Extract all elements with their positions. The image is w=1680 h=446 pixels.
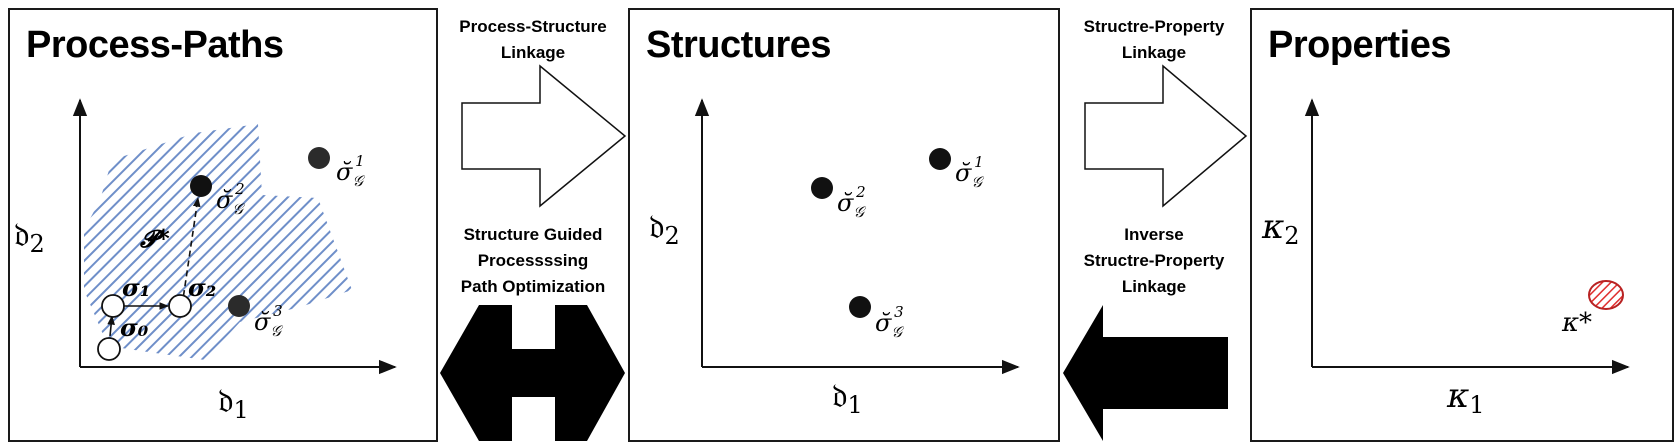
path-segment-0-1 [107,315,115,337]
properties-y-axis-label: κ2 [1261,207,1300,250]
process-structure-point-3-label: σ̆𝒢3 [254,302,283,340]
properties-panel: Properties [1250,8,1674,442]
structures-x-axis-label: 𝔡1 [832,376,863,419]
structures-title: Structures [646,24,832,66]
process-structure-point-2 [190,175,212,197]
structure-point-3 [849,296,871,318]
properties-title: Properties [1268,24,1451,66]
target-property-label: κ* [1561,308,1592,338]
feasible-region-hatch [84,124,352,360]
structure-guided-line-1: Structure Guided [463,225,603,244]
structure-point-1 [929,148,951,170]
process-structure-linkage-line-2: Linkage [500,43,566,62]
properties-x-axis-label: κ1 [1446,376,1485,419]
process-structure-linkage-label: Process-Structure Linkage [443,14,623,66]
inverse-linkage-line-3: Linkage [1121,277,1187,296]
process-structure-point-3 [228,295,250,317]
inverse-linkage-line-2: Structre-Property [1083,251,1225,270]
structure-point-3-label: σ̆𝒢3 [875,303,904,341]
bidirectional-arrow-optimization [440,305,625,441]
path-point-sigma-2-label: σ₂ [188,273,216,302]
inverse-linkage-label: Inverse Structre-Property Linkage [1064,222,1244,300]
path-point-sigma-0-label: σ₀ [120,313,149,342]
process-structure-point-2-label: σ̆𝒢2 [216,180,245,218]
structure-point-2-label: σ̆𝒢2 [837,183,866,221]
process-paths-title: Process-Paths [26,24,284,66]
structure-guided-optimization-label: Structure Guided Processssing Path Optim… [438,222,628,300]
process-x-axis-label: 𝔡1 [218,381,249,424]
inverse-linkage-line-1: Inverse [1124,225,1184,244]
structures-y-axis-label: 𝔡2 [649,207,680,250]
path-point-sigma-1 [101,294,125,318]
process-structure-point-1-label: σ̆𝒢1 [336,152,365,190]
path-dashed-segment [181,197,201,307]
structure-point-2 [811,177,833,199]
inverse-arrow [1063,305,1228,441]
forward-arrow-structure-property [1084,64,1248,208]
target-property-point [1588,280,1624,310]
process-y-axis-label: 𝔡2 [14,215,45,258]
structure-property-linkage-line-1: Structre-Property [1083,17,1225,36]
structure-property-linkage-line-2: Linkage [1121,43,1187,62]
structure-guided-line-3: Path Optimization [460,277,606,296]
path-point-sigma-1-label: σ₁ [122,273,150,302]
optimal-path-label: 𝓟* [140,224,170,253]
process-structure-linkage-line-1: Process-Structure [459,17,607,36]
forward-arrow-process-structure [461,64,627,208]
structure-property-linkage-label: Structre-Property Linkage [1064,14,1244,66]
structure-point-1-label: σ̆𝒢1 [955,153,984,191]
process-structure-point-1 [308,147,330,169]
path-point-sigma-0 [97,337,121,361]
structure-guided-line-2: Processssing [477,251,589,270]
path-point-sigma-2 [168,294,192,318]
structures-panel: Structures [628,8,1060,442]
